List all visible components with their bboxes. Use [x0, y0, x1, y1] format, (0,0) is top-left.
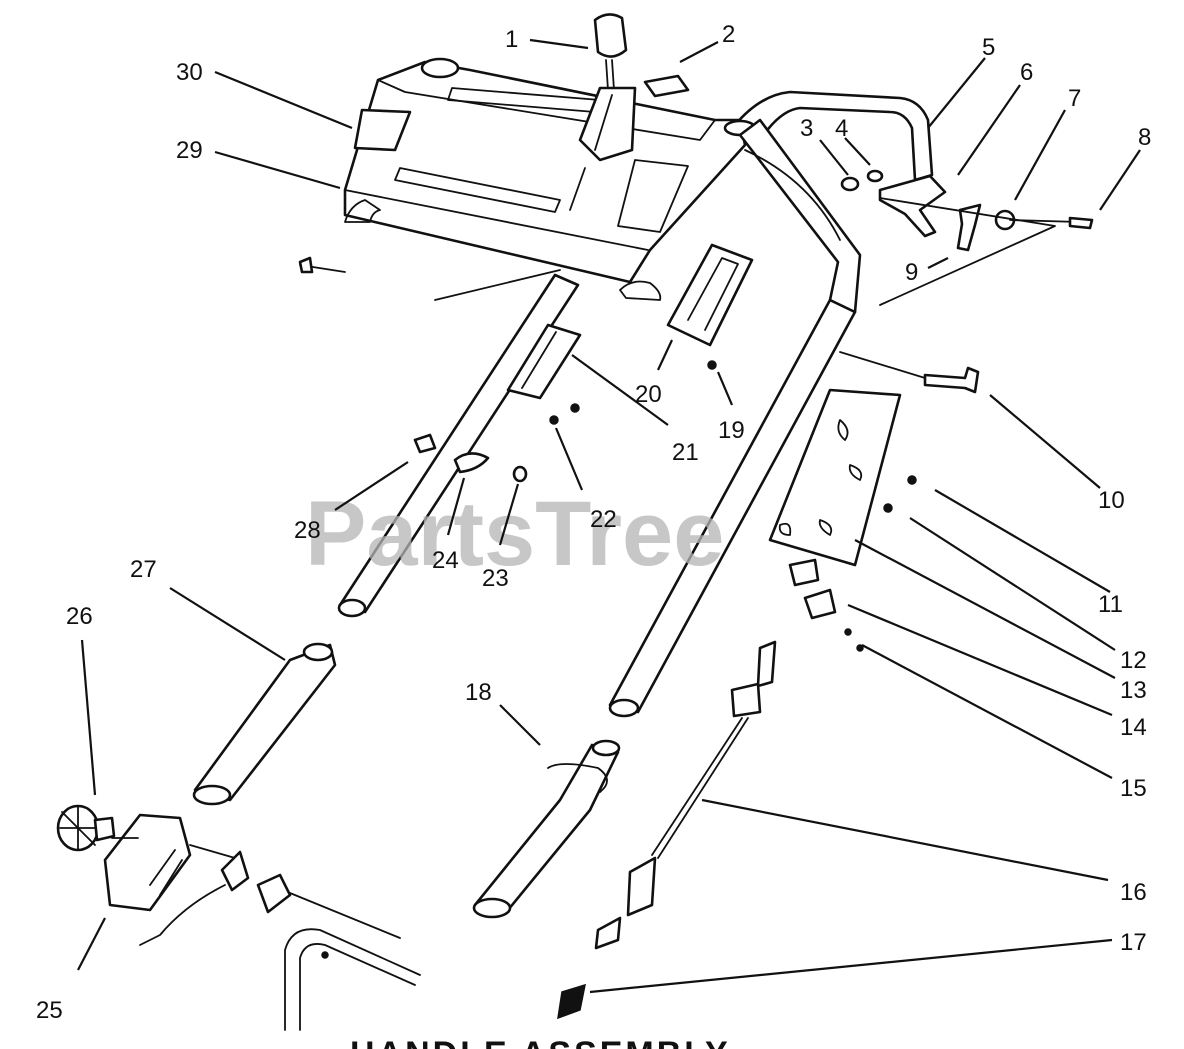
- part-drawings: [56, 13, 1094, 1031]
- control-panel: [343, 57, 747, 301]
- cable-guide-bracket: [768, 388, 917, 652]
- leader-20: [657, 339, 673, 371]
- leader-22: [554, 427, 584, 491]
- part-label-2: 2: [722, 21, 735, 48]
- part-label-9: 9: [905, 259, 918, 286]
- decal: [643, 74, 690, 98]
- watermark: PartsTree: [305, 483, 724, 585]
- part-label-18: 18: [465, 679, 492, 706]
- part-label-7: 7: [1068, 85, 1081, 112]
- leader-5: [927, 57, 986, 129]
- part-label-22: 22: [590, 506, 617, 533]
- leader-14: [847, 603, 1113, 717]
- part-label-28: 28: [294, 517, 321, 544]
- part-label-1: 1: [505, 26, 518, 53]
- part-label-13: 13: [1120, 677, 1147, 704]
- leader-1: [529, 38, 589, 50]
- part-label-4: 4: [835, 115, 848, 142]
- leader-30: [214, 70, 353, 130]
- part-label-6: 6: [1020, 59, 1033, 86]
- leader-19: [716, 371, 734, 406]
- part-label-30: 30: [176, 59, 203, 86]
- part-label-14: 14: [1120, 714, 1147, 741]
- leader-27: [169, 587, 286, 661]
- part-label-3: 3: [800, 115, 813, 142]
- leader-29: [214, 150, 341, 190]
- part-label-15: 15: [1120, 775, 1147, 802]
- leader-18: [499, 704, 541, 746]
- leader-4: [844, 137, 871, 166]
- leader-25: [77, 917, 106, 971]
- leader-9: [927, 257, 949, 269]
- leader-lines: [77, 38, 1141, 994]
- leader-10: [989, 394, 1101, 489]
- part-label-5: 5: [982, 34, 995, 61]
- part-label-8: 8: [1138, 124, 1151, 151]
- latch-hardware: [840, 169, 1094, 306]
- leader-21: [571, 354, 669, 426]
- shift-rod: [557, 640, 777, 1020]
- leader-13: [854, 539, 1116, 679]
- part-label-11: 11: [1098, 591, 1123, 618]
- leader-15: [861, 644, 1113, 779]
- knob-and-housing: [56, 804, 421, 1031]
- leader-16: [701, 798, 1109, 882]
- part-label-29: 29: [176, 137, 203, 164]
- leader-8: [1099, 149, 1141, 211]
- part-label-19: 19: [718, 417, 745, 444]
- leader-26: [80, 639, 97, 796]
- diagram-title: HANDLE ASSEMBLY: [350, 1035, 731, 1049]
- leader-11: [934, 489, 1111, 593]
- leader-24: [446, 477, 466, 536]
- leader-2: [679, 41, 719, 63]
- handle-tubes: [337, 118, 862, 718]
- part-label-17: 17: [1120, 929, 1147, 956]
- leader-28: [334, 461, 409, 511]
- part-label-12: 12: [1120, 647, 1147, 674]
- leader-17: [589, 938, 1113, 994]
- leader-7: [1014, 109, 1066, 201]
- part-labels: 1 2 3 4 5 6 7 8 9 10 11 12 13 14 15 16 1…: [36, 21, 1151, 1024]
- part-label-27: 27: [130, 556, 157, 583]
- leader-3: [819, 139, 849, 176]
- part-label-16: 16: [1120, 879, 1147, 906]
- part-label-20: 20: [635, 381, 662, 408]
- leader-6: [957, 84, 1021, 176]
- small-hardware: [298, 256, 717, 483]
- part-label-21: 21: [672, 439, 699, 466]
- part-label-23: 23: [482, 565, 509, 592]
- leader-12: [909, 517, 1116, 651]
- part-label-25: 25: [36, 997, 63, 1024]
- lower-tubes: [192, 642, 621, 919]
- part-label-24: 24: [432, 547, 459, 574]
- part-label-26: 26: [66, 603, 93, 630]
- bolt: [923, 366, 980, 394]
- leader-23: [498, 483, 520, 546]
- part-label-10: 10: [1098, 487, 1125, 514]
- shift-lever: [569, 13, 637, 211]
- mount-brackets: [506, 243, 754, 400]
